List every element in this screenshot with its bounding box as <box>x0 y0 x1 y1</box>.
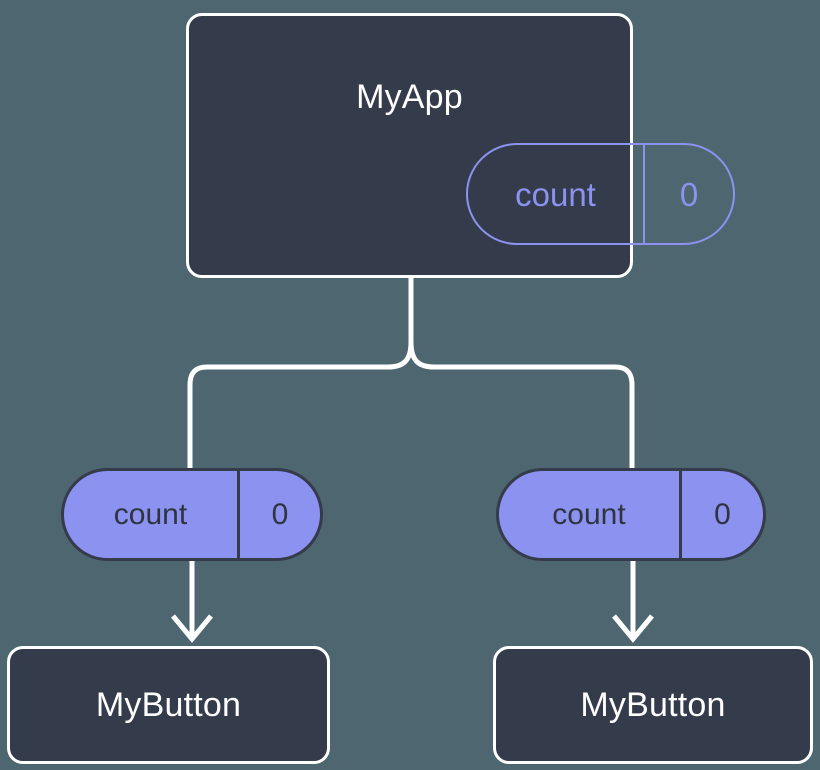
component-label-myapp: MyApp <box>356 78 463 116</box>
prop-pill-left-count[interactable]: count 0 <box>61 468 323 561</box>
component-node-mybutton-left[interactable]: MyButton <box>7 646 330 764</box>
state-pill-app-count[interactable]: count 0 <box>466 143 735 245</box>
prop-pill-left-value: 0 <box>271 497 289 531</box>
component-label-mybutton-right: MyButton <box>580 686 726 724</box>
component-node-mybutton-right[interactable]: MyButton <box>493 646 813 764</box>
prop-pill-right-key: count <box>499 471 682 558</box>
arrow-head-left-icon <box>171 614 213 643</box>
component-label-mybutton-left: MyButton <box>95 686 242 724</box>
component-node-myapp[interactable]: MyApp count 0 <box>186 13 735 278</box>
state-pill-app-value: 0 <box>679 175 699 213</box>
state-pill-app-key: count <box>468 145 645 243</box>
prop-pill-left-key: count <box>64 471 240 558</box>
wire-fork-left-branch <box>187 341 414 470</box>
prop-pill-right-count[interactable]: count 0 <box>496 468 766 561</box>
wire-fork-right-branch <box>408 341 635 470</box>
prop-pill-right-value: 0 <box>714 497 731 531</box>
arrow-head-right-icon <box>612 614 654 643</box>
